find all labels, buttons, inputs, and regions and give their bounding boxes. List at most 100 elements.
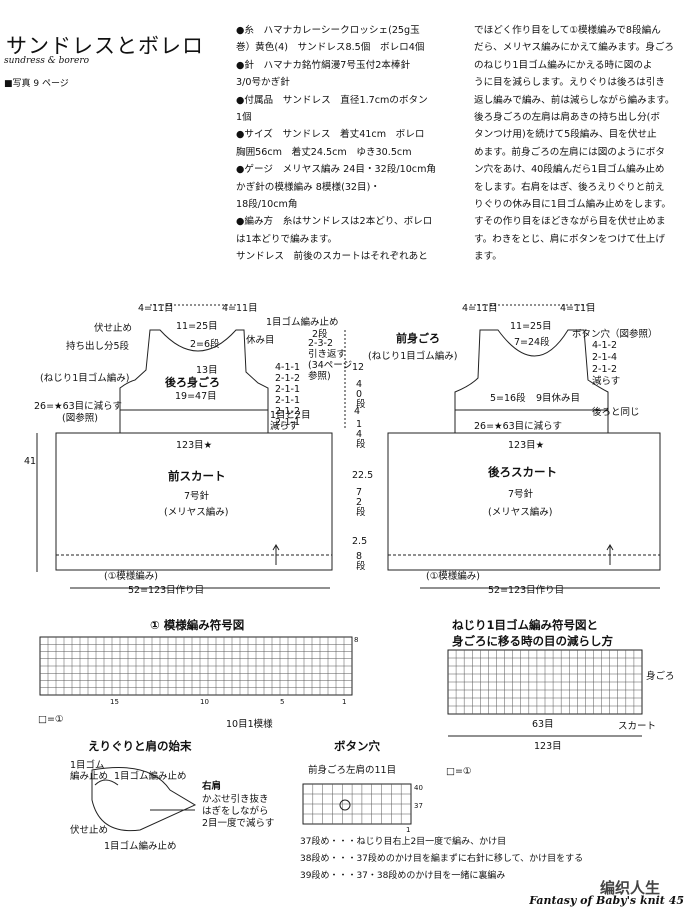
b-top-11-25: 11=25目 (510, 321, 552, 332)
text-line: は1本どりで編みます。 (236, 233, 338, 245)
b-button-hole: ボタン穴（図参照） (572, 329, 658, 340)
neck-fuse: 伏せ止め (70, 825, 109, 836)
f-mochidashi: 持ち出し分5段 (66, 341, 130, 352)
text-line: 巻）黄色(4) サンドレス8.5個 ボレロ4個 (236, 42, 425, 54)
f-fuse: 伏せ止め (94, 323, 133, 334)
page-title: サンドレスとボレロ (6, 34, 204, 58)
chart2-mi: 身ごろ (646, 671, 675, 682)
f-h40: 40段 (356, 379, 366, 410)
f-dec-26: 26=★63目に減らす (34, 401, 122, 412)
b-nine: 9目休み目 (536, 393, 581, 404)
f-needle: 7号針 (184, 491, 210, 502)
f-piece: 後ろ身ごろ (165, 376, 220, 389)
text-line: めます。前身ごろの左肩には図のようにボタ (474, 146, 665, 158)
text-line: ●糸 ハマナカレーシークロッシェ(25g玉 (236, 25, 420, 36)
chart1-n5: 5 (280, 698, 285, 706)
f-nejiri-dec: 1目と2目 減らす (270, 410, 311, 432)
b-nejiri: (ねじり1目ゴム編み) (368, 351, 458, 362)
page-subtitle: sundress & borero (4, 56, 90, 66)
b-meriyasu: (メリヤス編み) (488, 507, 553, 518)
text-line: をします。右肩をはぎ、後ろえりぐりと前え (474, 181, 665, 193)
f-top-11-25: 11=25目 (176, 321, 218, 332)
b-piece: 前身ごろ (396, 332, 440, 345)
text-line: だら、メリヤス編みにかえて編みます。身ごろ (474, 42, 675, 54)
chart2-n63: 63目 (532, 719, 554, 730)
f-top-4-11: 4=11目 (138, 303, 174, 314)
page-number: 45 (668, 894, 684, 907)
chart2-legend: □=① (446, 766, 472, 777)
neck-shoulder-drawing (91, 767, 197, 832)
f-skirt: 前スカート (168, 469, 226, 483)
text-line: ン穴をあけ、40段編んだら1目ゴム編み止め (474, 164, 665, 176)
b-dec-list: 4-1-2 2-1-4 2-1-2 減らす (592, 340, 621, 387)
front-skirt-outline (55, 432, 333, 571)
button-line2: 38段め・・・37段めのかけ目を編まずに右針に移して、かけ目をする (300, 854, 584, 864)
f-meriyasu: (メリヤス編み) (164, 507, 229, 518)
neck-gomu-bottom: 1目ゴム編み止め (104, 841, 177, 852)
button-front-left: 前身ごろ左肩の11目 (308, 765, 397, 776)
text-line: ●サイズ サンドレス 着丈41cm ボレロ (236, 129, 425, 141)
neck-kake: かぶせ引き抜き はぎをしながら 2目一度で減らす (202, 794, 275, 829)
footer-text: Fantasy of Baby's knit (529, 894, 665, 907)
b-needle: 7号針 (508, 489, 534, 500)
f-h72: 72段 (356, 487, 366, 518)
button-title: ボタン穴 (334, 739, 380, 753)
chart1-n10: 10 (200, 698, 209, 706)
f-dec-ref: (図参照) (62, 413, 98, 424)
f-gomu-stop: 1目ゴム編み止め (266, 317, 339, 328)
f-h25: 2.5 (352, 536, 368, 547)
chart1-n1: 1 (342, 698, 347, 706)
f-bottom-52: 52=123目作り目 (128, 585, 205, 596)
button-line3: 39段め・・・37・38段めのかけ目を一緒に裏編み (300, 871, 506, 881)
text-line: ます。 (474, 251, 502, 263)
footer: Fantasy of Baby's knit 45 (529, 894, 684, 907)
text-line: ●編み方 糸はサンドレスは2本どり、ボレロ (236, 216, 433, 228)
b-width-123: 123目★ (508, 440, 545, 451)
text-line: 後ろ身ごろの左肩は肩あきの持ち出し分(ボ (474, 112, 661, 124)
b-five: 5=16段 (490, 393, 526, 404)
materials-right-column: でほどく作り目をして①模様編みで8段編んだら、メリヤス編みにかえて編みます。身ご… (474, 22, 675, 266)
chart1-title: ① 模様編み符号図 (150, 618, 245, 632)
text-line: ●ゲージ メリヤス編み 24目・32段/10cm角 (236, 164, 437, 176)
f-h14: 14段 (356, 419, 366, 450)
f-h225: 22.5 (352, 470, 374, 481)
b-dec-26: 26=★63目に減らす (474, 421, 562, 432)
b-bottom-52: 52=123目作り目 (488, 585, 565, 596)
neck-one-row2: 1目ゴム 編み止め (70, 760, 109, 782)
text-line: でほどく作り目をして①模様編みで8段編ん (474, 25, 661, 36)
f-two-6: 2=6段 (190, 339, 220, 350)
text-line: サンドレス 前後のスカートはそれぞれあと (236, 251, 428, 263)
chart2-title-2: 身ごろに移る時の目の減らし方 (452, 634, 613, 648)
f-thirteen: 13目 (196, 365, 218, 376)
text-line: す。わきをとじ、肩にボタンをつけて仕上げ (474, 233, 665, 245)
chart1-legend: □=① (38, 714, 64, 725)
chart1-repeat: 10目1模様 (226, 719, 273, 730)
chart1-n15: 15 (110, 698, 119, 706)
f-yasumi: 休み目 (246, 335, 275, 346)
chart1-rows: 8 (354, 636, 359, 644)
text-line: うに目を減らします。えりぐりは後ろは引き (474, 77, 665, 89)
f-h12: 12 (352, 362, 365, 373)
text-line: かぎ針の模様編み 8模様(32目)・ (236, 181, 380, 193)
materials-left-column: ●糸 ハマナカレーシークロッシェ(25g玉巻）黄色(4) サンドレス8.5個 ボ… (236, 22, 436, 266)
text-line: 3/0号かぎ針 (236, 77, 290, 89)
text-line: ●付属品 サンドレス 直径1.7cmのボタン (236, 94, 428, 106)
neck-right-shoulder: 右肩 (202, 781, 222, 792)
f-hikikaeshi: 2-3-2 引き返す (34ページ 参照) (308, 338, 353, 382)
text-line: りぐりの休み目に1目ゴム編み止めをします。 (474, 199, 672, 211)
text-line: 胸囲56cm 着丈24.5cm ゆき30.5cm (236, 146, 412, 158)
back-bodice-outline (454, 329, 609, 433)
f-nejiri: (ねじり1目ゴム編み) (40, 373, 130, 384)
photo-reference: ■写真 9 ページ (4, 79, 69, 89)
chart2-title-1: ねじり1目ゴム編み符号図と (452, 618, 599, 632)
b-same-back: 後ろと同じ (592, 407, 640, 418)
text-line: ●針 ハマナカ銘竹絹漫7号玉付2本棒針 (236, 59, 411, 71)
f-pattern1: (①模様編み) (104, 571, 158, 582)
f-two-rows: 2段 (312, 329, 328, 340)
b-pattern1: (①模様編み) (426, 571, 480, 582)
button-r1: 1 (406, 826, 411, 834)
b-top-4-11b: 4=11目 (560, 303, 596, 314)
f-h4: 4 (354, 406, 361, 417)
f-nineteen: 19=47目 (175, 391, 217, 402)
